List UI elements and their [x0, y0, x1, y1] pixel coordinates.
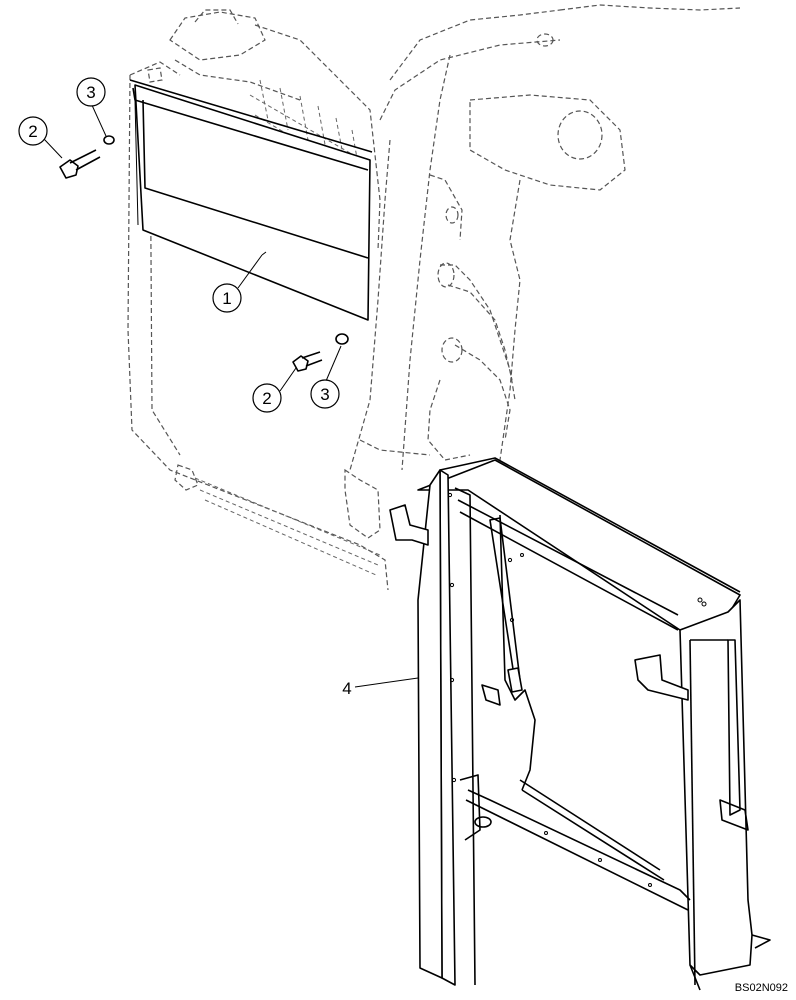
upper-bolt — [59, 149, 101, 179]
radiator-phantom — [127, 9, 389, 591]
callout-1: 1 — [212, 283, 242, 313]
callout-3-upper: 3 — [76, 77, 106, 107]
reference-code: BS02N092 — [734, 982, 788, 994]
radiator-cover-panel — [129, 79, 373, 321]
callout-2-lower: 2 — [252, 383, 282, 413]
leader-lines — [43, 102, 419, 688]
callout-2-lower-label: 2 — [262, 389, 271, 408]
callout-2-upper: 2 — [18, 116, 48, 146]
callout-1-label: 1 — [222, 289, 231, 308]
callout-2-upper-label: 2 — [28, 122, 37, 141]
shroud-frame — [389, 457, 771, 991]
callout-4-label: 4 — [342, 679, 351, 698]
callout-4: 4 — [342, 679, 351, 698]
lower-bolt — [292, 351, 323, 372]
lower-washer — [335, 333, 349, 345]
mounting-holes — [447, 492, 707, 887]
frame-phantom — [344, 4, 741, 539]
callout-3-lower-label: 3 — [320, 385, 329, 404]
callout-3-upper-label: 3 — [86, 83, 95, 102]
upper-washer — [103, 135, 115, 145]
callout-3-lower: 3 — [310, 379, 340, 409]
